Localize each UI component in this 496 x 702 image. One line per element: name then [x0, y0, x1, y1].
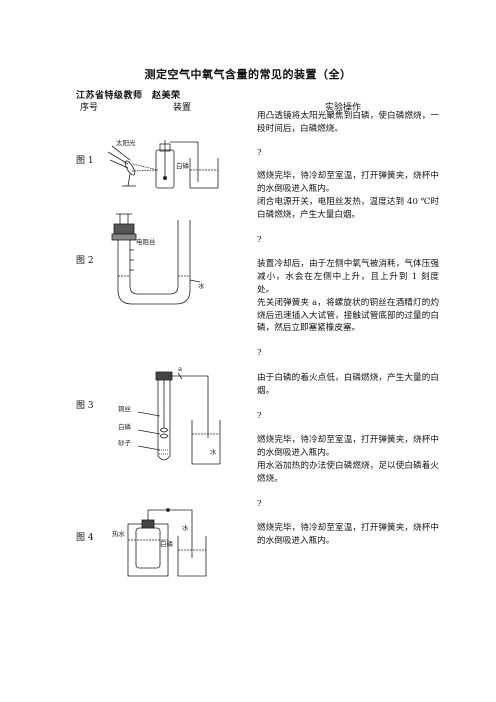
fig4-step-3: 燃烧完毕，待冷却至室温，打开弹簧夹，烧杯中的水倒吸进入瓶内。	[257, 523, 439, 547]
fig4-step-2: ?	[257, 498, 262, 509]
figure-2-diagram: 电阻丝 水	[111, 213, 205, 305]
fig3-step-4: ?	[257, 410, 262, 421]
fig4-label-water: 水	[182, 523, 189, 532]
fig3-step-2: ?	[257, 348, 262, 359]
figure-1-label: 图 1	[76, 156, 94, 166]
fig1-step-1: 用凸透镜将太阳光聚焦到白磷，使白磷燃烧，一段时间后，白磷燃烧。	[257, 111, 439, 134]
figure-3-diagram: a 铜丝 白磷 砂子 水	[118, 365, 221, 465]
page-title: 测定空气中氧气含量的常见的装置（全）	[144, 68, 352, 81]
fig3-label-phosphorus: 白磷	[118, 422, 132, 431]
header-device: 装置	[173, 103, 192, 113]
author-line: 江苏省特级教师 赵美荣	[76, 91, 181, 101]
fig1-step-3: 燃烧完毕，待冷却至室温，打开弹簧夹，烧杯中的水倒吸进入瓶内。	[257, 171, 439, 195]
header-number: 序号	[80, 103, 99, 113]
header-operation: 实验操作	[325, 103, 362, 113]
figure-1-diagram: 太阳光 白磷	[107, 138, 219, 189]
figure-4-label: 图 4	[76, 533, 94, 543]
fig2-step-2: ?	[257, 234, 262, 245]
fig3-step-3: 由于白磷的着火点低，白磷燃烧，产生大量的白烟。	[257, 372, 439, 396]
fig1-label-phosphorus: 白磷	[176, 161, 190, 170]
fig1-label-sunlight: 太阳光	[116, 138, 136, 147]
figure-3-label: 图 3	[76, 401, 94, 411]
fig1-step-2: ?	[257, 147, 262, 158]
fig4-step-1: 用水浴加热的办法使白磷燃烧，足以使白磷着火燃烧。	[257, 460, 439, 484]
fig2-step-3: 装置冷却后，由于左侧中氧气被消耗，气体压强减小，水会在左侧中上升，且上升到 1 …	[257, 259, 439, 295]
figure-2-label: 图 2	[76, 256, 94, 266]
fig3-label-clip: a	[178, 365, 182, 373]
fig4-label-hotwater: 热水	[112, 529, 126, 538]
fig3-label-wire: 铜丝	[118, 404, 132, 413]
fig3-step-1: 先关闭弹簧夹 a，将螺旋状的铜丝在酒精灯的灼烧后迅速插入大试管，接触试管底部的过…	[257, 297, 439, 334]
fig2-step-1: 闭合电源开关，电阻丝发热，温度达到 40 ℃时白磷燃烧，产生大量白烟。	[257, 196, 439, 220]
fig3-label-sand: 砂子	[118, 438, 132, 447]
fig2-label-wire: 电阻丝	[136, 237, 156, 246]
fig2-label-water: 水	[198, 281, 205, 290]
fig3-step-5: 燃烧完毕，待冷却至室温，打开弹簧夹，烧杯中的水倒吸进入瓶内。	[257, 435, 439, 459]
operation-column: 用凸透镜将太阳光聚焦到白磷，使白磷燃烧，一段时间后，白磷燃烧。 ? 燃烧完毕，待…	[257, 110, 439, 548]
figure-4-diagram: 热水 白磷 水	[112, 508, 207, 577]
fig3-label-water: 水	[210, 447, 217, 456]
fig4-label-phosphorus: 白磷	[160, 539, 174, 548]
